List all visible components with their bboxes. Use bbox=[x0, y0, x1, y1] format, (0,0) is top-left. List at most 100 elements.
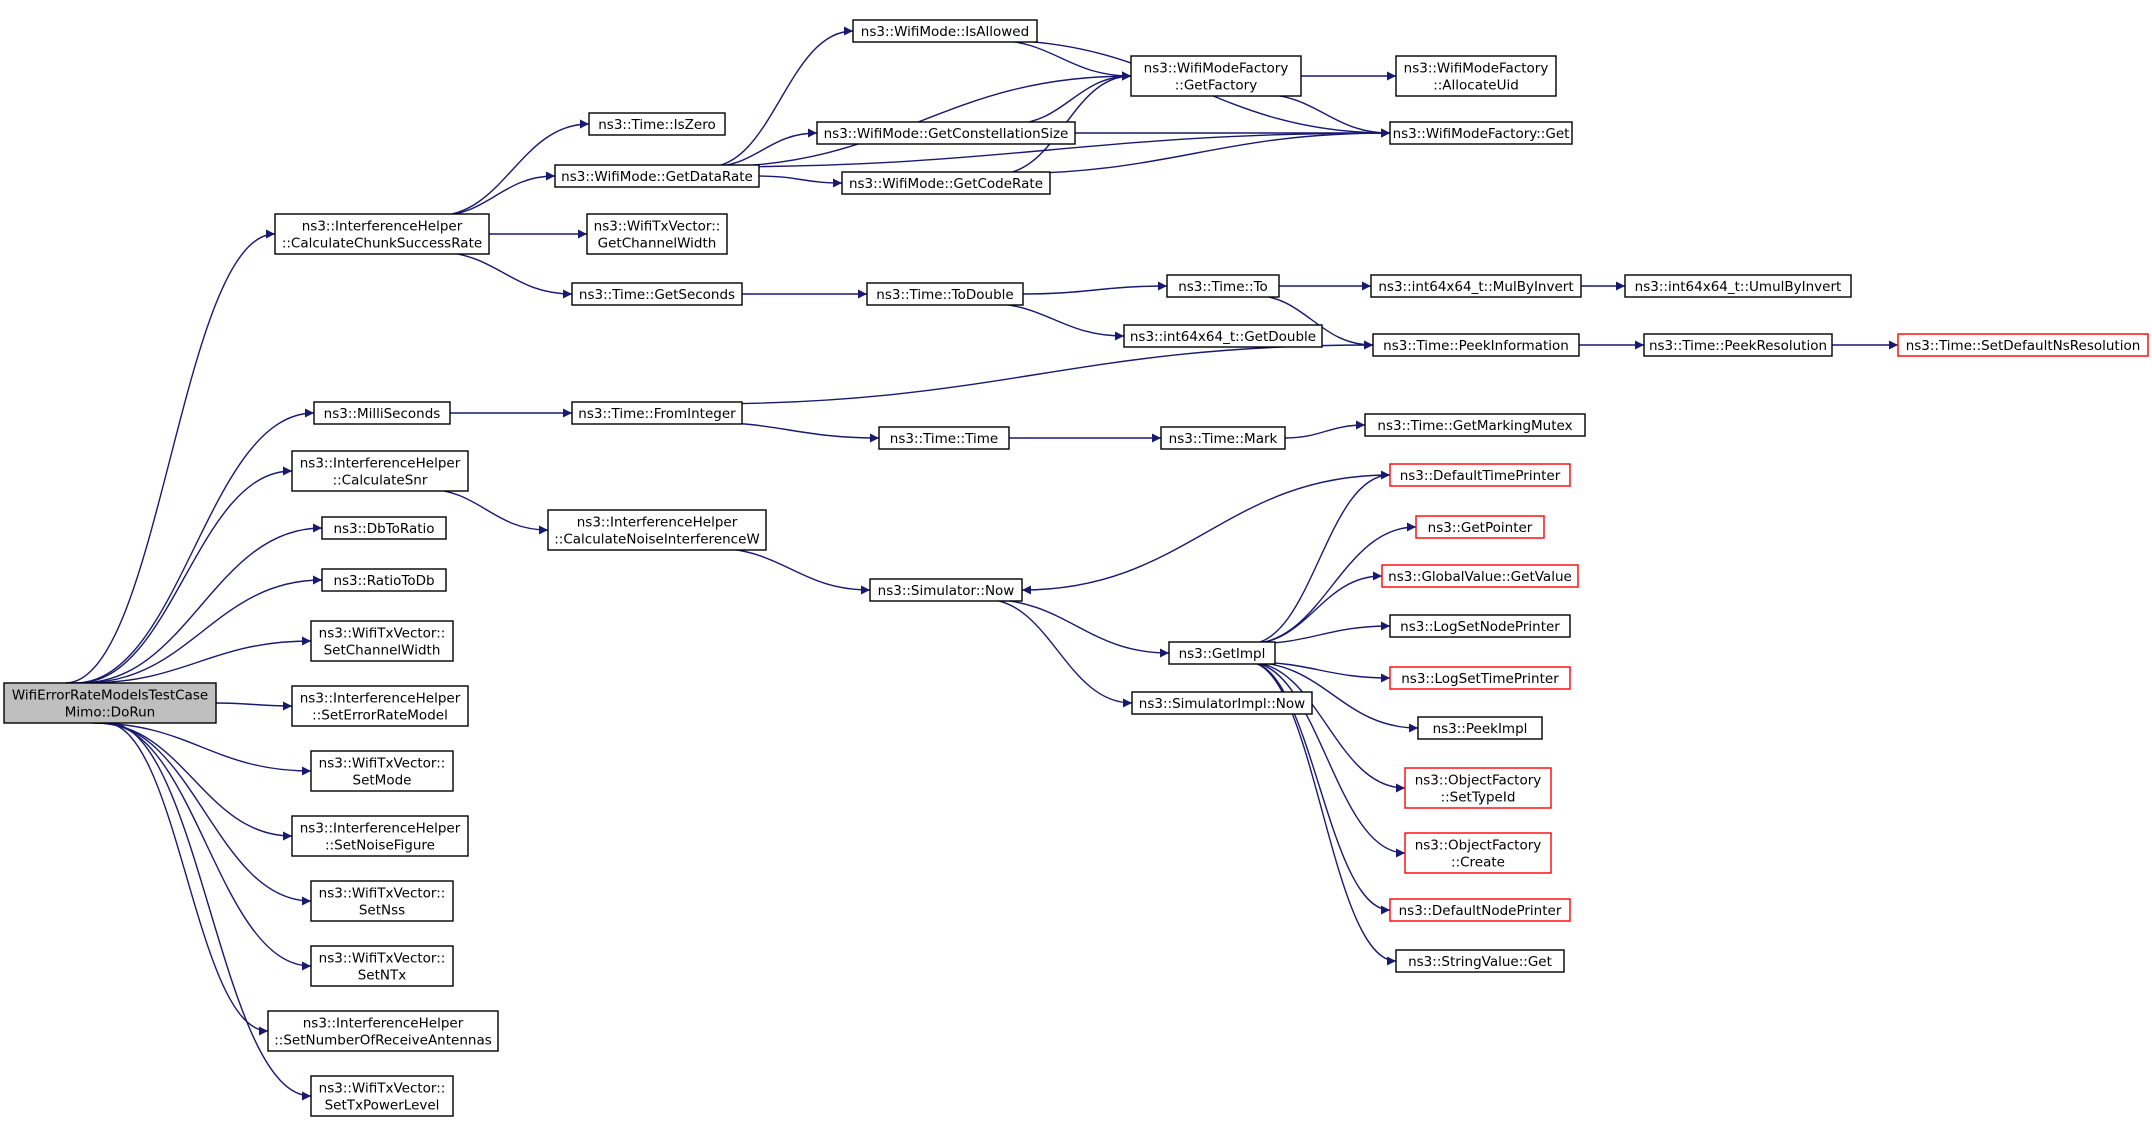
node-objcreate[interactable]: ns3::ObjectFactory::Create bbox=[1404, 832, 1552, 874]
edge-getimpl-to-globalvalue bbox=[1248, 571, 1383, 645]
node-frominteger[interactable]: ns3::Time::FromInteger bbox=[571, 401, 743, 425]
node-setmode[interactable]: ns3::WifiTxVector::SetMode bbox=[310, 750, 454, 792]
node-label: ns3::InterferenceHelper bbox=[577, 515, 738, 531]
node-globalvalue[interactable]: ns3::GlobalValue::GetValue bbox=[1381, 564, 1579, 588]
edge-getimpl-to-deftimeprinter bbox=[1248, 470, 1391, 645]
node-millis[interactable]: ns3::MilliSeconds bbox=[313, 401, 451, 425]
node-label: ns3::DbToRatio bbox=[333, 521, 434, 537]
node-chunk[interactable]: ns3::InterferenceHelper::CalculateChunkS… bbox=[274, 213, 490, 255]
node-dbtoratio[interactable]: ns3::DbToRatio bbox=[321, 516, 447, 540]
node-todouble[interactable]: ns3::Time::ToDouble bbox=[866, 282, 1024, 306]
node-box bbox=[571, 401, 743, 425]
node-box bbox=[1123, 324, 1323, 348]
node-timeto[interactable]: ns3::Time::To bbox=[1166, 274, 1280, 298]
node-box bbox=[554, 164, 760, 188]
node-box bbox=[1166, 274, 1280, 298]
node-box bbox=[1417, 716, 1543, 740]
node-box bbox=[310, 880, 454, 922]
node-label: ::CalculateSnr bbox=[333, 473, 428, 489]
edge-todouble-to-timeto bbox=[1022, 281, 1168, 295]
node-box bbox=[310, 620, 454, 662]
node-label: ns3::WifiTxVector:: bbox=[319, 951, 446, 967]
node-label: ns3::InterferenceHelper bbox=[300, 456, 461, 472]
node-label: ns3::LogSetTimePrinter bbox=[1401, 671, 1559, 687]
node-label: ::SetErrorRateModel bbox=[312, 708, 448, 724]
node-box bbox=[1389, 666, 1571, 690]
node-label: ns3::Time::Mark bbox=[1169, 431, 1278, 447]
node-setnf[interactable]: ns3::InterferenceHelper::SetNoiseFigure bbox=[291, 815, 469, 857]
node-label: WifiErrorRateModelsTestCase bbox=[12, 688, 208, 704]
edge-chunk-to-getdatarate bbox=[435, 171, 556, 217]
edge-timemark-to-getmarkmutex bbox=[1284, 420, 1366, 439]
node-box bbox=[310, 750, 454, 792]
node-label: ns3::DefaultTimePrinter bbox=[1400, 468, 1561, 484]
node-label: SetNTx bbox=[358, 968, 407, 984]
node-label: ns3::ObjectFactory bbox=[1415, 838, 1542, 854]
node-getpointer[interactable]: ns3::GetPointer bbox=[1415, 515, 1545, 539]
edge-getimpl-to-defnodeprinter bbox=[1248, 661, 1391, 915]
node-simnow[interactable]: ns3::Simulator::Now bbox=[869, 578, 1023, 602]
edge-simnow-to-getimpl bbox=[983, 598, 1170, 658]
node-box bbox=[1897, 333, 2149, 357]
node-timetime[interactable]: ns3::Time::Time bbox=[878, 426, 1010, 450]
node-getfactory[interactable]: ns3::WifiModeFactory::GetFactory bbox=[1130, 55, 1302, 97]
node-setnra[interactable]: ns3::InterferenceHelper::SetNumberOfRece… bbox=[267, 1010, 499, 1052]
node-settxpl[interactable]: ns3::WifiTxVector::SetTxPowerLevel bbox=[310, 1075, 454, 1117]
node-umulbyinv[interactable]: ns3::int64x64_t::UmulByInvert bbox=[1624, 274, 1852, 298]
node-setchw[interactable]: ns3::WifiTxVector::SetChannelWidth bbox=[310, 620, 454, 662]
node-getseconds[interactable]: ns3::Time::GetSeconds bbox=[571, 282, 743, 306]
node-factoryget[interactable]: ns3::WifiModeFactory::Get bbox=[1389, 121, 1573, 145]
node-seterm[interactable]: ns3::InterferenceHelper::SetErrorRateMod… bbox=[291, 685, 469, 727]
node-peekimpl[interactable]: ns3::PeekImpl bbox=[1417, 716, 1543, 740]
node-ratiotodb[interactable]: ns3::RatioToDb bbox=[321, 568, 447, 592]
edge-getimpl-to-stringget bbox=[1248, 661, 1397, 966]
node-timemark[interactable]: ns3::Time::Mark bbox=[1160, 426, 1286, 450]
node-setdefres[interactable]: ns3::Time::SetDefaultNsResolution bbox=[1897, 333, 2149, 357]
node-calcnoise[interactable]: ns3::InterferenceHelper::CalculateNoiseI… bbox=[547, 509, 767, 551]
node-label: ns3::WifiModeFactory bbox=[1404, 61, 1549, 77]
node-label: ns3::Time::FromInteger bbox=[578, 406, 736, 422]
edge-root-to-settxpl bbox=[108, 722, 312, 1101]
node-simimplnow[interactable]: ns3::SimulatorImpl::Now bbox=[1131, 691, 1313, 715]
node-logsettime[interactable]: ns3::LogSetTimePrinter bbox=[1389, 666, 1571, 690]
edge-getfactory-to-factoryget bbox=[1258, 93, 1391, 138]
node-stringget[interactable]: ns3::StringValue::Get bbox=[1395, 949, 1565, 973]
node-deftimeprinter[interactable]: ns3::DefaultTimePrinter bbox=[1389, 463, 1571, 487]
node-getimpl[interactable]: ns3::GetImpl bbox=[1168, 641, 1276, 665]
node-setnss[interactable]: ns3::WifiTxVector::SetNss bbox=[310, 880, 454, 922]
node-getmarkmutex[interactable]: ns3::Time::GetMarkingMutex bbox=[1364, 413, 1586, 437]
node-box bbox=[1168, 641, 1276, 665]
node-logsetnode[interactable]: ns3::LogSetNodePrinter bbox=[1389, 614, 1571, 638]
node-box bbox=[313, 401, 451, 425]
node-mulbyinv[interactable]: ns3::int64x64_t::MulByInvert bbox=[1370, 274, 1582, 298]
node-getdatarate[interactable]: ns3::WifiMode::GetDataRate bbox=[554, 164, 760, 188]
node-label: ns3::WifiModeFactory bbox=[1144, 61, 1289, 77]
node-peekres[interactable]: ns3::Time::PeekResolution bbox=[1643, 333, 1833, 357]
node-getdouble[interactable]: ns3::int64x64_t::GetDouble bbox=[1123, 324, 1323, 348]
node-calcsnr[interactable]: ns3::InterferenceHelper::CalculateSnr bbox=[291, 450, 469, 492]
node-box bbox=[841, 171, 1051, 195]
node-isallowed[interactable]: ns3::WifiMode::IsAllowed bbox=[852, 19, 1038, 43]
node-getcoderate[interactable]: ns3::WifiMode::GetCodeRate bbox=[841, 171, 1051, 195]
node-objsettype[interactable]: ns3::ObjectFactory::SetTypeId bbox=[1404, 767, 1552, 809]
node-peekinfo[interactable]: ns3::Time::PeekInformation bbox=[1372, 333, 1580, 357]
node-getconst[interactable]: ns3::WifiMode::GetConstellationSize bbox=[816, 121, 1076, 145]
node-box bbox=[866, 282, 1024, 306]
node-box bbox=[1404, 832, 1552, 874]
edge-getimpl-to-objsettype bbox=[1248, 661, 1406, 793]
node-label: ::SetNoiseFigure bbox=[325, 838, 435, 854]
node-box bbox=[291, 685, 469, 727]
node-allocuid[interactable]: ns3::WifiModeFactory::AllocateUid bbox=[1395, 55, 1557, 97]
node-getchw[interactable]: ns3::WifiTxVector::GetChannelWidth bbox=[586, 213, 728, 255]
node-iszero[interactable]: ns3::Time::IsZero bbox=[588, 112, 726, 136]
node-defnodeprinter[interactable]: ns3::DefaultNodePrinter bbox=[1389, 898, 1571, 922]
edge-chunk-to-getseconds bbox=[435, 251, 573, 299]
node-label: ::GetFactory bbox=[1175, 78, 1257, 94]
node-label: ::CalculateChunkSuccessRate bbox=[282, 236, 482, 252]
node-label: ::SetNumberOfReceiveAntennas bbox=[274, 1033, 492, 1049]
node-label: ns3::RatioToDb bbox=[333, 573, 434, 589]
node-setntx[interactable]: ns3::WifiTxVector::SetNTx bbox=[310, 945, 454, 987]
node-label: ns3::InterferenceHelper bbox=[300, 691, 461, 707]
